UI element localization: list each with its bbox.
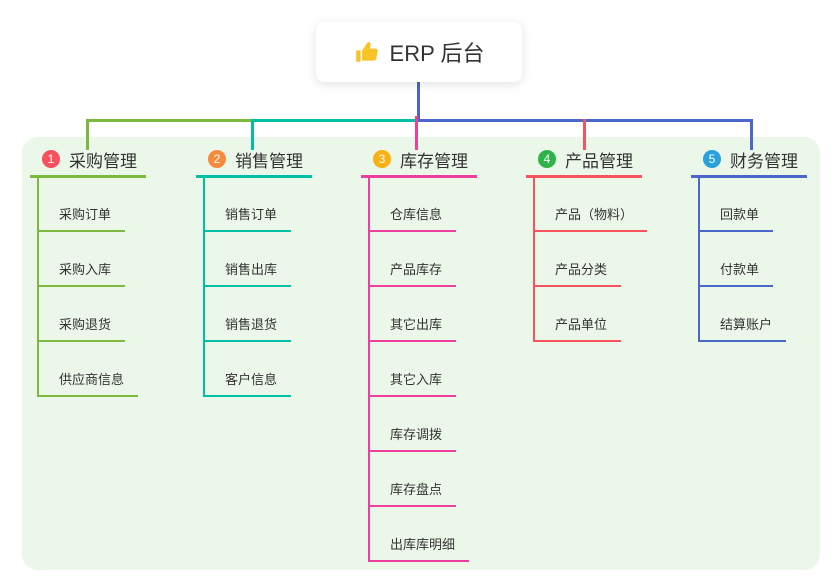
branch-title-purchase: 采购管理 (69, 151, 137, 171)
item-sales-outbound[interactable]: 销售出库 (203, 255, 292, 287)
branch-underline (361, 175, 477, 178)
branch-title-sales: 销售管理 (235, 151, 303, 171)
branch-header-sales[interactable]: 2 销售管理 (196, 145, 356, 173)
item-supplier-info[interactable]: 供应商信息 (37, 365, 139, 397)
item-warehouse-info[interactable]: 仓库信息 (368, 200, 457, 232)
bus-line-teal (252, 119, 419, 122)
badge-3: 3 (373, 150, 391, 168)
branch-product: 4 产品管理 产品（物料） 产品分类 产品单位 (526, 145, 686, 342)
item-product-category[interactable]: 产品分类 (533, 255, 622, 287)
item-purchase-inbound[interactable]: 采购入库 (37, 255, 126, 287)
branch-purchase: 1 采购管理 采购订单 采购入库 采购退货 供应商信息 (30, 145, 190, 397)
bus-line-green (86, 119, 254, 122)
branch-header-finance[interactable]: 5 财务管理 (691, 145, 839, 173)
badge-5: 5 (703, 150, 721, 168)
branch-trunk-line (533, 177, 535, 342)
item-receipt-bill[interactable]: 回款单 (698, 200, 774, 232)
item-settlement-account[interactable]: 结算账户 (698, 310, 787, 342)
item-outbound-detail[interactable]: 出库库明细 (368, 530, 470, 562)
item-other-outbound[interactable]: 其它出库 (368, 310, 457, 342)
branch-underline (526, 175, 642, 178)
item-purchase-order[interactable]: 采购订单 (37, 200, 126, 232)
branch-header-product[interactable]: 4 产品管理 (526, 145, 686, 173)
branch-underline (691, 175, 807, 178)
branch-title-product: 产品管理 (565, 151, 633, 171)
item-other-inbound[interactable]: 其它入库 (368, 365, 457, 397)
item-stock-count[interactable]: 库存盘点 (368, 475, 457, 507)
branch-header-purchase[interactable]: 1 采购管理 (30, 145, 190, 173)
item-payment-bill[interactable]: 付款单 (698, 255, 774, 287)
branch-trunk-line (368, 177, 370, 562)
drop-line-purchase (86, 119, 89, 150)
drop-line-finance (750, 119, 753, 150)
thumbs-up-icon (355, 42, 378, 62)
root-connector-line (417, 82, 420, 121)
drop-line-inventory (415, 116, 418, 150)
badge-1: 1 (42, 150, 60, 168)
badge-2: 2 (208, 150, 226, 168)
item-stock-transfer[interactable]: 库存调拨 (368, 420, 457, 452)
item-purchase-return[interactable]: 采购退货 (37, 310, 126, 342)
item-product-stock[interactable]: 产品库存 (368, 255, 457, 287)
root-node-erp[interactable]: ERP 后台 (316, 22, 522, 82)
branch-underline (196, 175, 312, 178)
item-customer-info[interactable]: 客户信息 (203, 365, 292, 397)
item-product-unit[interactable]: 产品单位 (533, 310, 622, 342)
branch-finance: 5 财务管理 回款单 付款单 结算账户 (691, 145, 839, 342)
branches-panel (22, 137, 820, 570)
branch-title-inventory: 库存管理 (400, 151, 468, 171)
branch-trunk-line (698, 177, 700, 342)
branch-title-finance: 财务管理 (730, 151, 798, 171)
branch-trunk-line (203, 177, 205, 397)
branch-sales: 2 销售管理 销售订单 销售出库 销售退货 客户信息 (196, 145, 356, 397)
branch-inventory: 3 库存管理 仓库信息 产品库存 其它出库 其它入库 库存调拨 库存盘点 出库库… (361, 145, 521, 562)
item-sales-order[interactable]: 销售订单 (203, 200, 292, 232)
branch-header-inventory[interactable]: 3 库存管理 (361, 145, 521, 173)
branch-underline (30, 175, 146, 178)
root-node-title: ERP 后台 (389, 41, 485, 66)
item-sales-return[interactable]: 销售退货 (203, 310, 292, 342)
drop-line-sales (251, 119, 254, 150)
item-product-material[interactable]: 产品（物料） (533, 200, 648, 232)
drop-line-product (583, 119, 586, 150)
badge-4: 4 (538, 150, 556, 168)
branch-trunk-line (37, 177, 39, 397)
